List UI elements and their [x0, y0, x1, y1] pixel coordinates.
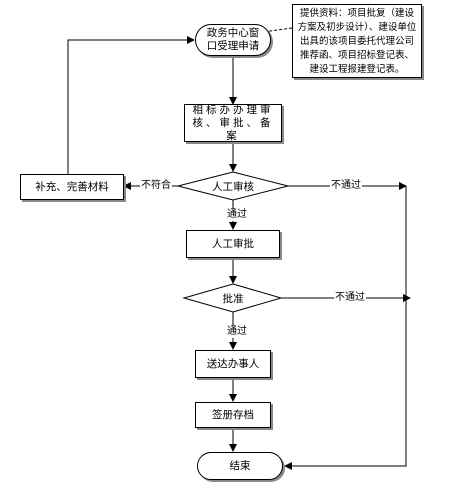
approve-label: 批准 — [222, 292, 244, 305]
window-accept-terminal: 政务中心窗口受理申请 — [195, 24, 271, 56]
end-terminal: 结束 — [197, 452, 283, 480]
supplement-box: 补充、完善材料 — [20, 174, 124, 200]
not-passed-label-1: 不通过 — [330, 180, 362, 192]
not-passed-label-2: 不通过 — [334, 292, 366, 304]
deliver-box: 送达办事人 — [195, 350, 271, 378]
manual-approval-box: 人工审批 — [186, 230, 280, 258]
tender-review-label: 相标办办理审核、审批、备案 — [192, 103, 274, 142]
arrow-right-return-to-end — [284, 186, 407, 470]
required-materials-note: 提供资料：项目批复（建设方案及初步设计）、建设单位出具的该项目委托代理公司推荐函… — [292, 4, 422, 78]
manual-approval-label: 人工审批 — [212, 237, 254, 250]
not-compliant-label: 不符合 — [140, 180, 172, 192]
end-label: 结束 — [229, 459, 251, 472]
manual-review-label: 人工审核 — [212, 180, 254, 193]
arrow-supplement-to-accept — [67, 36, 195, 174]
deliver-label: 送达办事人 — [206, 357, 260, 370]
supplement-label: 补充、完善材料 — [35, 180, 109, 193]
passed-label-1: 通过 — [226, 209, 248, 221]
sign-archive-box: 签册存档 — [195, 402, 271, 428]
passed-label-2: 通过 — [226, 326, 248, 338]
sign-archive-label: 签册存档 — [212, 408, 254, 421]
window-accept-label: 政务中心窗口受理申请 — [206, 27, 260, 52]
tender-review-box: 相标办办理审核、审批、备案 — [184, 104, 282, 142]
